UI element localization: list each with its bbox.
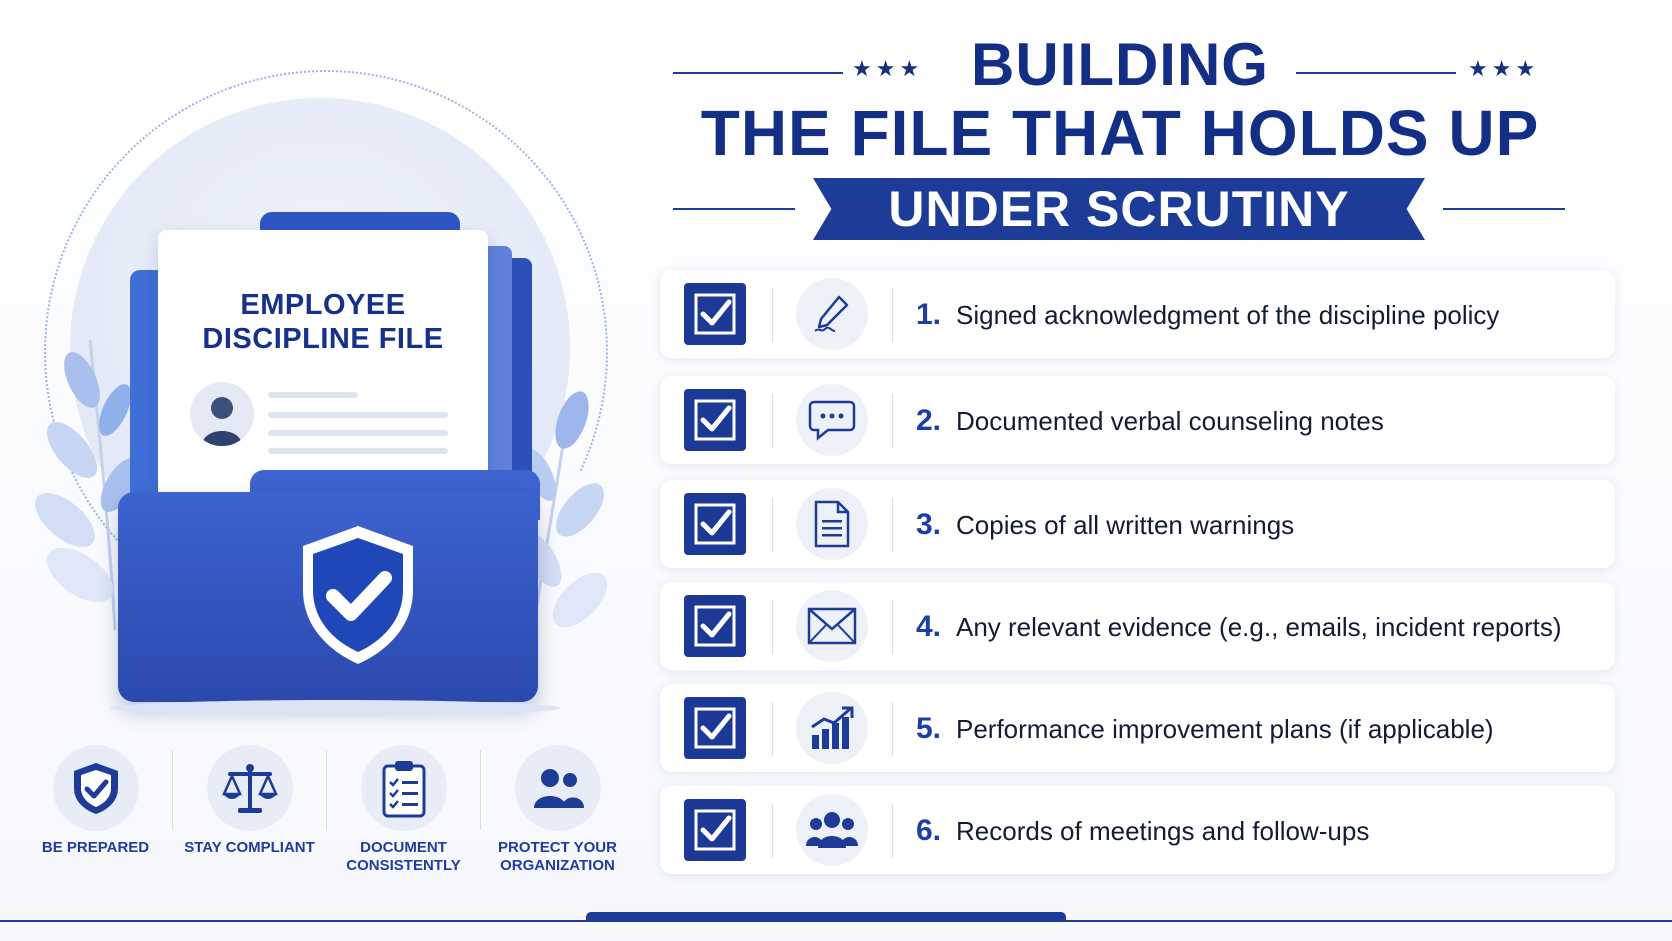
divider <box>772 498 773 552</box>
divider <box>892 600 893 654</box>
title-line-1: BUILDING <box>971 31 1269 98</box>
benefit-document-consistently: DOCUMENT CONSISTENTLY <box>326 745 481 875</box>
item-text: Documented verbal counseling notes <box>956 406 1384 436</box>
checklist-item: 5. Performance improvement plans (if app… <box>660 684 1615 772</box>
checkbox-checked-icon[interactable] <box>684 799 746 861</box>
divider <box>326 750 327 830</box>
benefit-icon-circle <box>52 745 139 831</box>
document-line <box>268 412 448 418</box>
item-text: Copies of all written warnings <box>956 510 1295 540</box>
leaf-decoration-left-icon <box>35 339 140 631</box>
item-number: 2. <box>916 404 942 437</box>
shield-check-icon <box>303 526 413 664</box>
checklist-item: 6. Records of meetings and follow-ups <box>660 786 1615 874</box>
document-icon <box>796 488 868 560</box>
checkbox-checked-icon[interactable] <box>684 595 746 657</box>
checkbox-checked-icon[interactable] <box>684 493 746 555</box>
divider <box>892 702 893 756</box>
bottom-accent-bar <box>586 912 1066 922</box>
item-text: Any relevant evidence (e.g., emails, inc… <box>956 612 1562 642</box>
divider <box>892 804 893 858</box>
divider <box>772 804 773 858</box>
divider <box>892 394 893 448</box>
item-text: Records of meetings and follow-ups <box>956 816 1370 846</box>
people-group-icon <box>796 794 868 866</box>
folder-shadow <box>110 700 560 716</box>
divider <box>772 600 773 654</box>
title-rule <box>1443 208 1565 210</box>
benefit-label: PROTECT YOUR ORGANIZATION <box>498 839 617 874</box>
item-number: 4. <box>916 610 942 643</box>
title-rule <box>673 72 843 74</box>
title-rule <box>673 208 795 210</box>
signature-pen-icon <box>796 278 868 350</box>
benefit-stay-compliant: STAY COMPLIANT <box>172 745 327 857</box>
item-text: Performance improvement plans (if applic… <box>956 714 1494 744</box>
title-rule <box>1296 72 1456 74</box>
divider <box>480 750 481 830</box>
title-banner-text: UNDER SCRUTINY <box>888 181 1350 237</box>
checkbox-checked-icon[interactable] <box>684 283 746 345</box>
item-number: 1. <box>916 298 942 331</box>
checklist-item: 1. Signed acknowledgment of the discipli… <box>660 270 1615 358</box>
divider <box>772 288 773 342</box>
people-group-icon <box>533 769 584 808</box>
divider <box>172 750 173 830</box>
benefit-protect-organization: PROTECT YOUR ORGANIZATION <box>480 745 635 875</box>
item-text: Signed acknowledgment of the discipline … <box>956 300 1500 330</box>
title-banner <box>813 178 1425 240</box>
checkbox-checked-icon[interactable] <box>684 389 746 451</box>
benefit-be-prepared: BE PREPARED <box>18 745 173 857</box>
divider <box>892 498 893 552</box>
document-title: EMPLOYEE DISCIPLINE FILE <box>158 288 488 356</box>
growth-chart-icon <box>796 692 868 764</box>
checklist-item: 3. Copies of all written warnings <box>660 480 1615 568</box>
stars-decoration: ★★★ <box>852 56 924 81</box>
checkbox-checked-icon[interactable] <box>684 697 746 759</box>
speech-bubble-icon <box>796 384 868 456</box>
divider <box>772 394 773 448</box>
illustration: EMPLOYEE DISCIPLINE FILE <box>0 0 688 740</box>
divider <box>892 288 893 342</box>
checklist-item: 4. Any relevant evidence (e.g., emails, … <box>660 582 1615 670</box>
benefit-icon-circle <box>206 745 293 831</box>
benefit-label: BE PREPARED <box>41 839 150 856</box>
avatar-icon <box>190 382 254 446</box>
shield-check-icon <box>73 763 118 814</box>
checklist-item: 2. Documented verbal counseling notes <box>660 376 1615 464</box>
divider <box>772 702 773 756</box>
benefit-icon-circle <box>514 745 601 831</box>
benefit-icon-circle <box>360 745 447 831</box>
stars-decoration: ★★★ <box>1468 56 1540 81</box>
benefit-label: STAY COMPLIANT <box>184 839 315 856</box>
item-number: 5. <box>916 712 942 745</box>
title-line-2: THE FILE THAT HOLDS UP <box>700 97 1540 169</box>
envelope-icon <box>796 590 868 662</box>
document-line <box>268 430 448 436</box>
document-title-line2: DISCIPLINE FILE <box>202 323 444 355</box>
document-title-line1: EMPLOYEE <box>240 289 406 321</box>
scales-icon <box>221 764 278 813</box>
document-line <box>268 448 448 454</box>
item-number: 3. <box>916 508 942 541</box>
document-line <box>268 392 358 398</box>
benefit-label: DOCUMENT CONSISTENTLY <box>346 839 461 874</box>
clipboard-checklist-icon <box>382 761 425 818</box>
item-number: 6. <box>916 814 942 847</box>
